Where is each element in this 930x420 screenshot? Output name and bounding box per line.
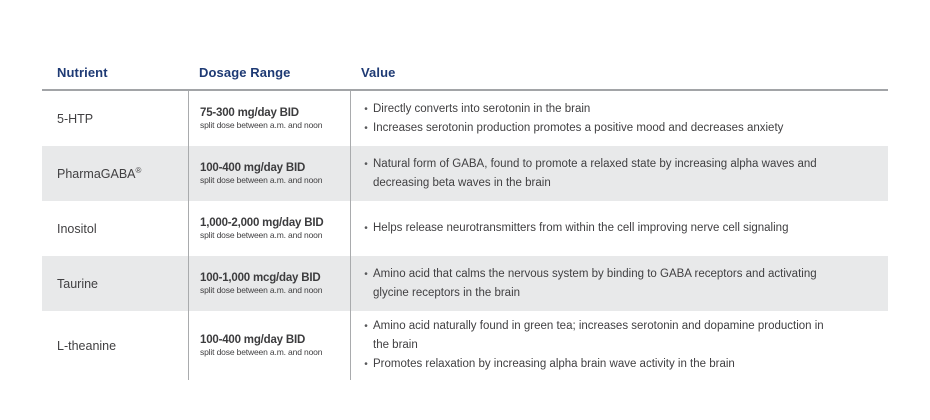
- value-list: • Amino acid naturally found in green tea…: [359, 317, 888, 374]
- table-body: 5-HTP 75-300 mg/day BID split dose betwe…: [42, 91, 888, 380]
- column-header-value: Value: [361, 64, 396, 80]
- dosage-cell: 1,000-2,000 mg/day BID split dose betwee…: [188, 201, 350, 256]
- dosage-amount: 100-400 mg/day BID: [200, 162, 306, 174]
- nutrient-cell: Taurine: [42, 256, 188, 311]
- value-item: • Promotes relaxation by increasing alpha…: [359, 355, 888, 374]
- dosage-amount: 1,000-2,000 mg/day BID: [200, 217, 324, 229]
- table-header-row: Nutrient Dosage Range Value: [42, 55, 888, 91]
- column-header-dosage-range: Dosage Range: [199, 64, 291, 80]
- dosage-note: split dose between a.m. and noon: [200, 285, 323, 295]
- value-list: • Natural form of GABA, found to promote …: [359, 155, 888, 193]
- value-item: • Directly converts into serotonin in the…: [359, 100, 888, 119]
- bullet-icon: •: [364, 359, 368, 370]
- value-cell: • Amino acid naturally found in green tea…: [350, 311, 888, 380]
- table-row: 5-HTP 75-300 mg/day BID split dose betwe…: [42, 91, 888, 146]
- bullet-icon: •: [364, 321, 368, 332]
- bullet-icon: •: [364, 223, 368, 234]
- value-item: • Amino acid that calms the nervous syste…: [359, 265, 888, 303]
- nutrient-name: L-theanine: [57, 338, 117, 353]
- dosage-note: split dose between a.m. and noon: [200, 230, 323, 240]
- nutrient-dosage-table: Nutrient Dosage Range Value 5-HTP 75-300…: [42, 55, 888, 380]
- column-header-nutrient: Nutrient: [57, 64, 108, 80]
- value-text: Natural form of GABA, found to promote a…: [373, 157, 817, 189]
- dosage-amount: 75-300 mg/day BID: [200, 107, 299, 119]
- value-text: Directly converts into serotonin in the …: [373, 102, 591, 115]
- value-item: • Natural form of GABA, found to promote …: [359, 155, 888, 193]
- bullet-icon: •: [364, 122, 368, 134]
- value-list: • Amino acid that calms the nervous syste…: [359, 265, 888, 303]
- table-row: L-theanine 100-400 mg/day BID split dose…: [42, 311, 888, 380]
- dosage-note: split dose between a.m. and noon: [200, 120, 323, 130]
- value-cell: • Natural form of GABA, found to promote …: [350, 146, 888, 201]
- value-cell: • Amino acid that calms the nervous syste…: [350, 256, 888, 311]
- value-cell: • Directly converts into serotonin in the…: [350, 91, 888, 146]
- table-row: PharmaGABA® 100-400 mg/day BID split dos…: [42, 146, 888, 201]
- value-text: Promotes relaxation by increasing alpha …: [373, 358, 735, 370]
- nutrient-cell: Inositol: [42, 201, 188, 256]
- dosage-cell: 100-400 mg/day BID split dose between a.…: [188, 311, 350, 380]
- value-text: Amino acid that calms the nervous system…: [373, 267, 817, 299]
- value-item: • Helps release neurotransmitters from wi…: [359, 219, 888, 238]
- nutrient-name: Inositol: [57, 221, 97, 236]
- bullet-icon: •: [364, 158, 368, 170]
- value-list: • Directly converts into serotonin in the…: [359, 100, 888, 138]
- nutrient-name: 5-HTP: [57, 111, 94, 126]
- bullet-icon: •: [364, 268, 368, 280]
- dosage-cell: 100-400 mg/day BID split dose between a.…: [188, 146, 350, 201]
- value-cell: • Helps release neurotransmitters from wi…: [350, 201, 888, 256]
- nutrient-cell: L-theanine: [42, 311, 188, 380]
- value-list: • Helps release neurotransmitters from wi…: [359, 219, 888, 238]
- nutrient-cell: PharmaGABA®: [42, 146, 188, 201]
- table-row: Inositol 1,000-2,000 mg/day BID split do…: [42, 201, 888, 256]
- value-text: Increases serotonin production promotes …: [373, 121, 784, 134]
- table-row: Taurine 100-1,000 mcg/day BID split dose…: [42, 256, 888, 311]
- value-item: • Amino acid naturally found in green tea…: [359, 317, 888, 355]
- trademark-symbol: ®: [135, 165, 142, 175]
- dosage-cell: 75-300 mg/day BID split dose between a.m…: [188, 91, 350, 146]
- dosage-cell: 100-1,000 mcg/day BID split dose between…: [188, 256, 350, 311]
- value-text: Amino acid naturally found in green tea;…: [373, 320, 824, 351]
- dosage-amount: 100-400 mg/day BID: [200, 334, 306, 346]
- dosage-amount: 100-1,000 mcg/day BID: [200, 272, 321, 284]
- dosage-note: split dose between a.m. and noon: [200, 175, 323, 185]
- value-text: Helps release neurotransmitters from wit…: [373, 222, 789, 234]
- bullet-icon: •: [364, 103, 368, 115]
- nutrient-name: Taurine: [57, 276, 98, 291]
- nutrient-name: PharmaGABA®: [57, 165, 142, 181]
- nutrient-cell: 5-HTP: [42, 91, 188, 146]
- value-item: • Increases serotonin production promotes…: [359, 119, 888, 138]
- dosage-note: split dose between a.m. and noon: [200, 347, 323, 357]
